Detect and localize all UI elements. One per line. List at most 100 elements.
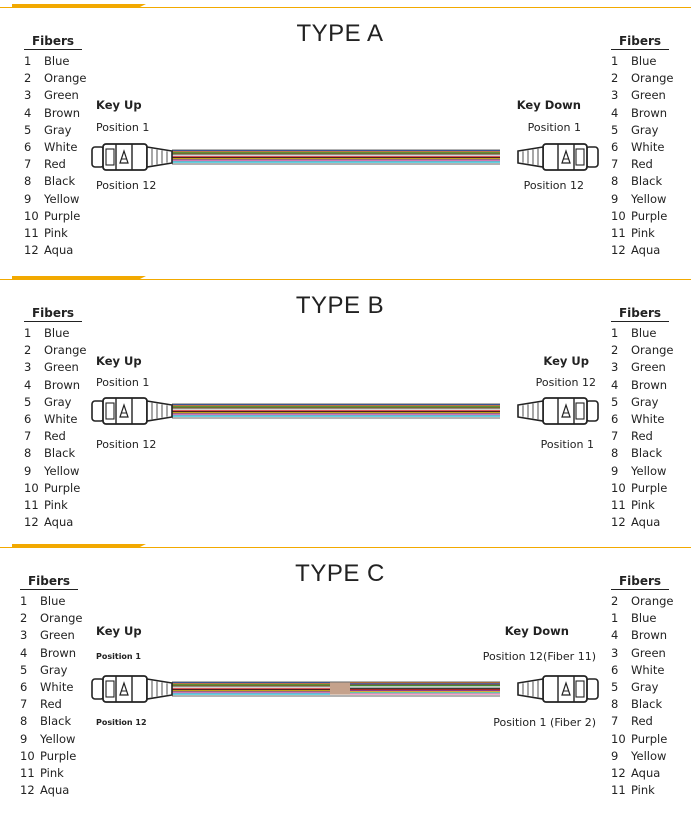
mpo-connector-icon (517, 397, 599, 425)
fiber-color-name: Pink (44, 497, 68, 512)
fiber-number: 3 (611, 645, 619, 660)
fiber-number: 7 (611, 714, 619, 729)
fiber-number: 6 (611, 139, 619, 154)
fiber-row: 5 Gray (24, 123, 94, 140)
fiber-number: 2 (24, 71, 32, 86)
fiber-color-name: Aqua (44, 243, 74, 258)
section-divider (0, 276, 691, 281)
fiber-number: 7 (20, 697, 28, 712)
fiber-number: 2 (20, 611, 28, 626)
fiber-color-name: Brown (631, 377, 668, 392)
right-key-label: Key Down (516, 98, 581, 112)
panel-title: TYPE B (295, 292, 385, 319)
fiber-number: 6 (611, 662, 619, 677)
fiber-color-name: Gray (631, 679, 659, 694)
fiber-color-name: Brown (631, 628, 668, 643)
fiber-color-name: Orange (631, 594, 674, 608)
fiber-number: 11 (611, 225, 626, 240)
fiber-number: 1 (24, 326, 32, 340)
fiber-number: 3 (611, 88, 619, 103)
fiber-number: 7 (24, 157, 32, 172)
fiber-number: 5 (24, 122, 32, 137)
fiber-color-name: Gray (44, 122, 72, 137)
fiber-number: 3 (20, 628, 28, 643)
fiber-number: 8 (24, 174, 32, 189)
fiber-number: 5 (20, 662, 28, 677)
fiber-number: 9 (24, 191, 32, 206)
fiber-number: 7 (611, 157, 619, 172)
fiber-number: 9 (611, 463, 619, 478)
fiber-color-name: Yellow (631, 463, 667, 478)
fiber-number: 11 (611, 783, 626, 798)
fiber-color-name: Blue (631, 611, 657, 626)
fiber-number: 12 (24, 515, 39, 530)
section-divider (0, 544, 691, 549)
fiber-color-name: Pink (40, 765, 64, 780)
fiber-number: 4 (24, 377, 32, 392)
fiber-color-name: Gray (40, 662, 68, 677)
fiber-number: 2 (611, 343, 619, 358)
fiber-number: 1 (20, 594, 28, 608)
fiber-number: 5 (611, 394, 619, 409)
fiber-number: 6 (20, 679, 28, 694)
right-position-top: Position 12(Fiber 11) (482, 650, 596, 663)
fiber-number: 10 (20, 748, 35, 763)
fiber-number: 11 (20, 765, 35, 780)
fiber-color-name: Gray (44, 394, 72, 409)
right-key-label: Key Up (543, 354, 589, 368)
fiber-color-name: Blue (631, 54, 657, 68)
fiber-number: 9 (24, 463, 32, 478)
fiber-number: 1 (24, 54, 32, 68)
fiber-row: 3 Green (611, 88, 681, 105)
fiber-color-name: Orange (631, 343, 674, 358)
fiber-color-name: Aqua (40, 783, 70, 798)
fiber-color-name: Green (44, 360, 79, 375)
fiber-color-name: Black (631, 174, 663, 189)
fiber-color-name: Blue (44, 326, 70, 340)
mpo-connector-icon (91, 143, 173, 171)
fiber-number: 12 (611, 515, 626, 530)
fiber-number: 7 (611, 429, 619, 444)
fiber-color-name: Yellow (40, 731, 76, 746)
fiber-color-name: Purple (40, 748, 77, 763)
fiber-number: 6 (24, 139, 32, 154)
fiber-list-header: Fibers (611, 34, 669, 50)
fiber-color-name: Green (631, 88, 666, 103)
right-position-bottom: Position 12 (523, 179, 584, 192)
fiber-color-name: Black (631, 446, 663, 461)
cable-assembly (91, 397, 599, 425)
